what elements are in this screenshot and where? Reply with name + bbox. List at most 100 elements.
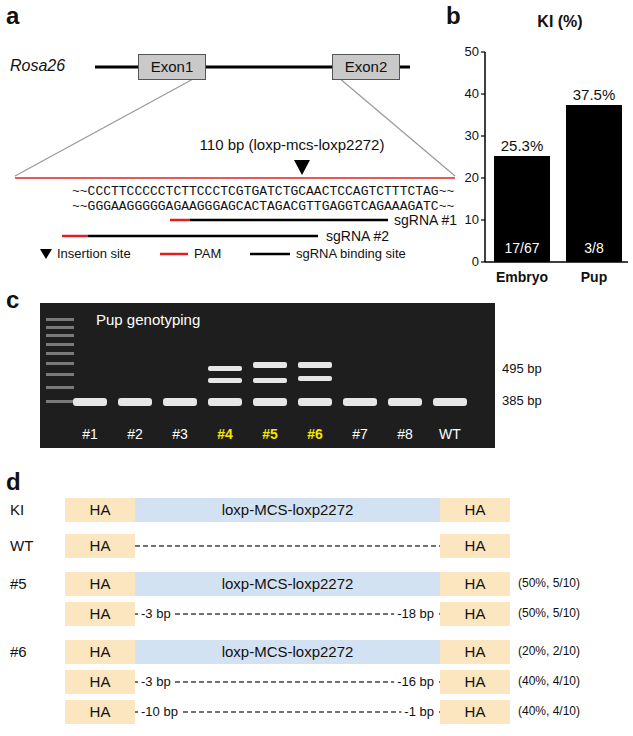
gene-line — [400, 66, 410, 69]
bar-value: 25.3% — [501, 138, 544, 155]
panel-letter: d — [6, 468, 21, 496]
box-label: HA — [90, 502, 111, 519]
exon-box: Exon2 — [332, 54, 400, 80]
insert-box: loxp-MCS-loxp2272 — [135, 572, 440, 596]
homology-arm: HA — [65, 670, 135, 694]
gel-band — [298, 398, 332, 406]
tick — [481, 177, 485, 178]
lane-label: WT — [439, 426, 461, 442]
homology-arm: HA — [440, 700, 510, 724]
gel-band — [208, 378, 242, 383]
gel-band — [163, 398, 197, 406]
bar: 37.5%3/8 — [566, 105, 622, 262]
gel-band — [118, 398, 152, 406]
ladder-band — [46, 318, 74, 321]
allele-frequency: (40%, 4/10) — [518, 675, 580, 689]
insert-box: loxp-MCS-loxp2272 — [135, 640, 440, 664]
sgrna-line — [88, 235, 318, 238]
gel-band — [208, 366, 242, 371]
row-label: #5 — [10, 575, 27, 592]
ladder — [46, 318, 74, 403]
ladder-band — [46, 362, 74, 365]
lane-label: #3 — [172, 426, 188, 442]
gel-band — [208, 398, 242, 406]
pam-mark — [170, 219, 190, 222]
legend-label: sgRNA binding site — [296, 247, 406, 262]
ladder-band — [46, 343, 74, 346]
box-label: HA — [90, 576, 111, 593]
sgrna-line — [190, 219, 388, 222]
box-label: Exon1 — [151, 59, 194, 76]
lane-label: #5 — [262, 426, 278, 442]
allele-frequency: (20%, 2/10) — [518, 645, 580, 659]
gel-band — [298, 376, 332, 381]
homology-arm: HA — [65, 640, 135, 664]
homology-arm: HA — [65, 498, 135, 522]
band-size: 495 bp — [502, 362, 542, 377]
tick — [481, 261, 485, 262]
ladder-band — [46, 386, 74, 389]
chart-title: KI (%) — [537, 13, 582, 31]
gel-band — [253, 362, 287, 368]
band-size: 385 bp — [502, 394, 542, 409]
deletion-size: -10 bp — [138, 705, 181, 720]
axis-tick: 0 — [472, 255, 479, 270]
axis-tick: 10 — [465, 213, 479, 228]
panel-letter: c — [6, 286, 19, 314]
legend-sgrna-line — [250, 253, 290, 256]
insert-label: 110 bp (loxp-mcs-loxp2272) — [200, 136, 385, 153]
homology-arm: HA — [440, 572, 510, 596]
y-axis — [484, 52, 486, 262]
y-ticks — [481, 52, 485, 262]
box-label: HA — [465, 502, 486, 519]
homology-arm: HA — [440, 670, 510, 694]
lane-label: #2 — [127, 426, 143, 442]
ladder-band — [46, 334, 74, 337]
category-label: Embryo — [496, 269, 548, 285]
gel-band — [253, 378, 287, 383]
homology-arm: HA — [440, 602, 510, 626]
legend-label: Insertion site — [57, 247, 131, 262]
allele-frequency: (50%, 5/10) — [518, 607, 580, 621]
box-label: HA — [90, 674, 111, 691]
box-label: HA — [465, 704, 486, 721]
exon-box: Exon1 — [138, 54, 206, 80]
tick — [481, 93, 485, 94]
homology-arm: HA — [440, 534, 510, 558]
legend-pam-line — [160, 253, 188, 256]
tick — [481, 135, 485, 136]
bar-count: 3/8 — [566, 241, 622, 256]
gene-line — [95, 66, 138, 69]
ladder-band — [46, 326, 74, 329]
gel-band — [388, 398, 422, 406]
zoom-line — [15, 72, 206, 176]
gel-band — [253, 398, 287, 406]
lane-label: #1 — [82, 426, 98, 442]
panel-letter: a — [6, 2, 19, 30]
gel-title: Pup genotyping — [96, 311, 200, 328]
axis-tick: 20 — [465, 171, 479, 186]
ladder-band — [46, 352, 74, 355]
row-label: #6 — [10, 643, 27, 660]
bar-count: 17/67 — [494, 241, 550, 256]
homology-arm: HA — [440, 640, 510, 664]
deletion-size: -18 bp — [394, 607, 437, 622]
axis-tick: 50 — [465, 45, 479, 60]
gel-band — [73, 398, 107, 406]
box-label: HA — [465, 538, 486, 555]
gene-name: Rosa26 — [10, 57, 65, 75]
gel — [40, 303, 495, 448]
allele-frequency: (40%, 4/10) — [518, 705, 580, 719]
insertion-triangle — [294, 160, 310, 175]
box-label: loxp-MCS-loxp2272 — [222, 644, 354, 661]
legend-label: PAM — [194, 247, 221, 262]
box-label: HA — [465, 576, 486, 593]
axis-tick: 30 — [465, 129, 479, 144]
homology-arm: HA — [65, 700, 135, 724]
gel-band — [433, 398, 467, 406]
zoom-line — [332, 72, 455, 176]
bar: 25.3%17/67 — [494, 156, 550, 262]
ladder-band — [46, 400, 74, 403]
box-label: HA — [465, 606, 486, 623]
